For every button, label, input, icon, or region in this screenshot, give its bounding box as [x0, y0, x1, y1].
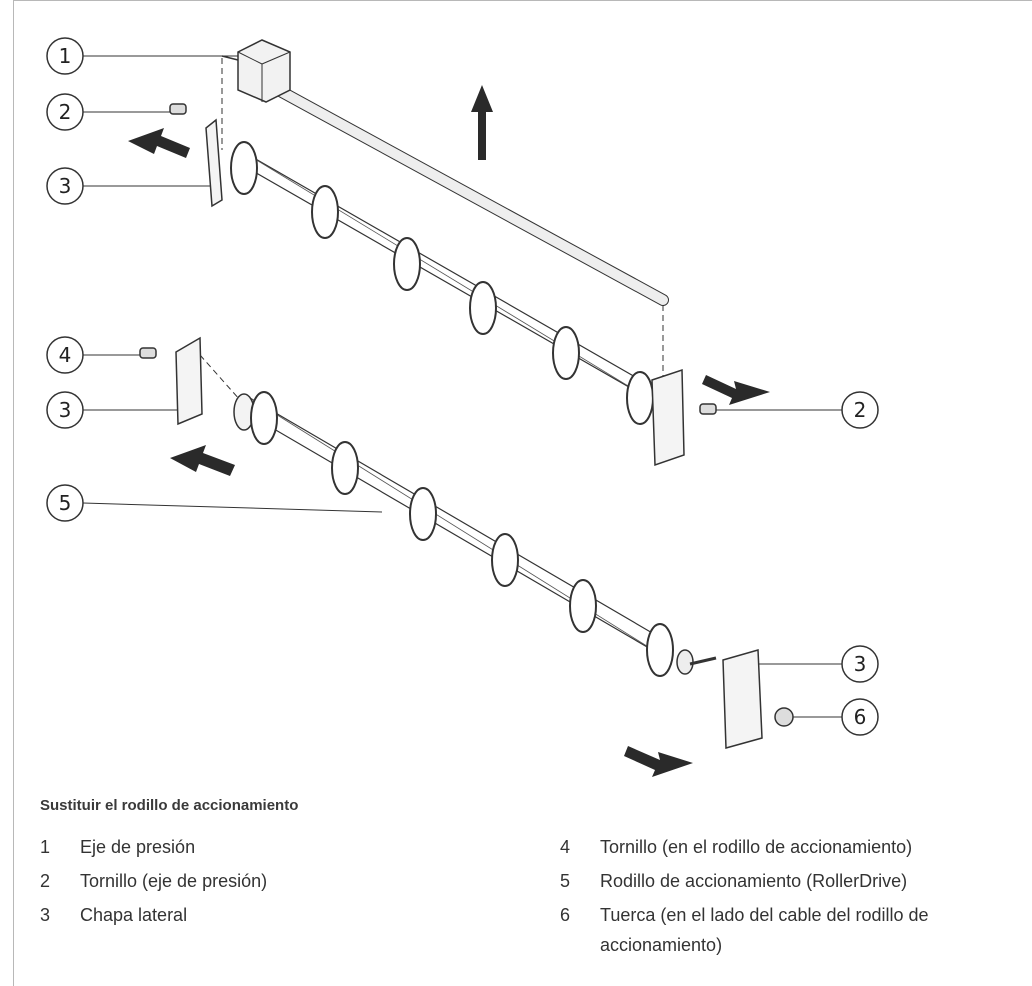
callout-circle: [46, 484, 84, 522]
callout-circle: [841, 645, 879, 683]
callout-number: 3: [59, 174, 72, 198]
figure-caption: Sustituir el rodillo de accionamiento: [40, 797, 299, 814]
legend-item: 4 Tornillo (en el rodillo de accionamien…: [560, 832, 1015, 862]
legend-item: 1 Eje de presión: [40, 832, 460, 862]
upper-roller: [230, 141, 654, 425]
legend-text: Chapa lateral: [80, 905, 188, 925]
lower-roller: [233, 391, 717, 677]
legend-column-left: 1 Eje de presión 2 Tornillo (eje de pres…: [40, 832, 460, 934]
legend-text: Tornillo (eje de presión): [80, 871, 268, 891]
callout-number: 3: [854, 652, 867, 676]
side-plates: [175, 118, 763, 749]
callout-number: 2: [59, 100, 72, 124]
callout-number: 4: [59, 343, 72, 367]
frame-left-line: [13, 0, 14, 986]
callout-markers: 1 2 3 4 3 5 2 3 6: [46, 37, 879, 736]
legend-item: 6 Tuerca (en el lado del cable del rodil…: [560, 900, 1015, 960]
legend-number: 3: [40, 905, 51, 925]
callout-circle: [46, 391, 84, 429]
legend-text: Tuerca (en el lado del cable del rodillo…: [600, 905, 929, 955]
arrow-direction-icon: [128, 85, 770, 777]
callout-number: 2: [854, 398, 867, 422]
leader-lines: [82, 55, 842, 718]
fasteners: [139, 103, 794, 727]
callout-circle: [841, 391, 879, 429]
callout-number: 1: [59, 44, 72, 68]
legend-item: 3 Chapa lateral: [40, 900, 460, 930]
callout-circle: [46, 336, 84, 374]
legend-number: 5: [560, 871, 571, 891]
legend-number: 4: [560, 837, 571, 857]
exploded-view-diagram: 1 2 3 4 3 5 2 3 6: [46, 37, 879, 777]
callout-number: 3: [59, 398, 72, 422]
legend-number: 1: [40, 837, 51, 857]
legend-column-right: 4 Tornillo (en el rodillo de accionamien…: [560, 832, 1015, 964]
callout-circle: [46, 167, 84, 205]
frame-top-line: [13, 0, 1032, 1]
legend-text: Tornillo (en el rodillo de accionamiento…: [600, 837, 913, 857]
legend-number: 6: [560, 905, 571, 925]
callout-number: 6: [854, 705, 867, 729]
legend-text: Eje de presión: [80, 837, 196, 857]
callout-circle: [46, 37, 84, 75]
legend-item: 5 Rodillo de accionamiento (RollerDrive): [560, 866, 1015, 896]
pressure-shaft: [221, 39, 669, 306]
callout-circle: [46, 93, 84, 131]
callout-number: 5: [59, 491, 72, 515]
legend-number: 2: [40, 871, 51, 891]
callout-circle: [841, 698, 879, 736]
legend-item: 2 Tornillo (eje de presión): [40, 866, 460, 896]
legend-text: Rodillo de accionamiento (RollerDrive): [600, 871, 908, 891]
